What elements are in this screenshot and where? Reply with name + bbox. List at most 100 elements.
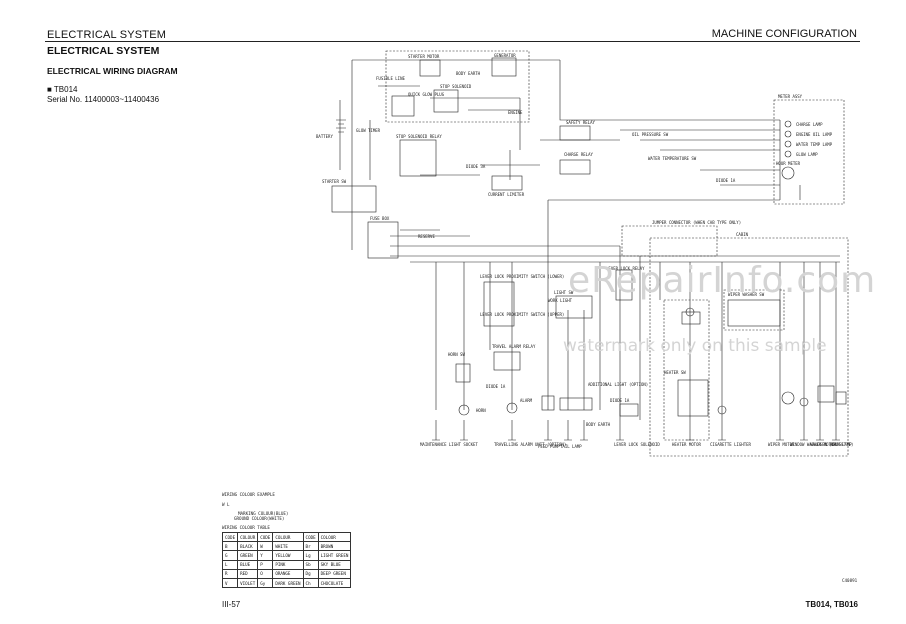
- label-charge-relay: CHARGE RELAY: [564, 152, 593, 157]
- colour-table-cell: CHOCOLATE: [317, 577, 352, 589]
- page-subtitle: ELECTRICAL WIRING DIAGRAM: [47, 66, 178, 76]
- label-battery: BATTERY: [316, 134, 333, 139]
- label-alarm: ALARM: [520, 398, 533, 403]
- page-number: III-57: [222, 600, 241, 609]
- sample-title: WIRING COLOUR EXAMPLE: [222, 492, 275, 497]
- label-reserve: RESERVE: [418, 234, 435, 239]
- model-label: ■ TB014: [47, 85, 78, 94]
- label-stop-solenoid-relay: STOP SOLENOID RELAY: [396, 134, 442, 139]
- meter-assy-box: [773, 99, 845, 205]
- colour-table-cell: ORANGE: [272, 568, 304, 579]
- colour-table-cell: RED: [237, 568, 259, 579]
- watermark-subtext: watermark only on this sample: [563, 336, 827, 356]
- label-travel-alarm-relay: TRAVEL ALARM RELAY: [492, 344, 536, 349]
- label-engine: ENGINE: [508, 110, 523, 115]
- label-generator: GENERATOR: [494, 53, 516, 58]
- label-current-limiter: CURRENT LIMITER: [488, 192, 525, 197]
- serial-label: Serial No. 11400003~11400436: [47, 95, 160, 104]
- header-rule: [45, 41, 860, 42]
- colour-table-cell: WHITE: [272, 541, 304, 552]
- colour-table-cell: Lg: [302, 550, 319, 561]
- label-maintenance-light: MAINTENANCE LIGHT SOCKET: [420, 442, 478, 447]
- label-body-earth: BODY EARTH: [456, 71, 481, 76]
- label-travelling-alarm: TRAVELLING ALARM UNIT (OPTION): [494, 442, 566, 447]
- colour-table-cell: LIGHT GREEN: [317, 550, 352, 561]
- colour-table-cell: B: [221, 541, 239, 552]
- colour-table-cell: W: [257, 541, 274, 552]
- label-charge-lamp: CHARGE LAMP: [796, 122, 823, 127]
- colour-table-cell: PINK: [272, 559, 304, 570]
- colour-table-cell: L: [221, 559, 239, 570]
- colour-table-cell: COLOUR: [237, 531, 259, 543]
- colour-table-cell: Y: [257, 550, 274, 561]
- colour-table-cell: VIOLET: [237, 577, 259, 589]
- watermark-text: eRepairInfo.com: [568, 260, 877, 301]
- label-stop-solenoid: STOP SOLENOID: [440, 84, 472, 89]
- header-chapter: MACHINE CONFIGURATION: [711, 28, 857, 40]
- label-jumper-connector: JUMPER CONNECTOR (WHEN CAB TYPE ONLY): [652, 220, 741, 225]
- label-feed-pump: FEED PUMP: [538, 444, 560, 449]
- colour-table-cell: G: [221, 550, 239, 561]
- colour-table-cell: GREEN: [237, 550, 259, 561]
- header-section: ELECTRICAL SYSTEM: [47, 29, 167, 41]
- label-starter-motor: STARTER MOTOR: [408, 54, 440, 59]
- colour-table-cell: Ch: [302, 577, 319, 589]
- label-wiper-washer-sw: WIPER WASHER SW: [728, 292, 765, 297]
- label-diode-meter: DIODE 1A: [716, 178, 736, 183]
- label-engine-oil-lamp: ENGINE OIL LAMP: [796, 132, 833, 137]
- label-water-temp-lamp: WATER TEMP LAMP: [796, 142, 833, 147]
- colour-table-cell: V: [221, 577, 239, 589]
- colour-table-cell: YELLOW: [272, 550, 304, 561]
- colour-table-cell: BROWN: [317, 541, 352, 552]
- label-horn: HORN: [476, 408, 486, 413]
- label-light-sw: LIGHT SW: [554, 290, 574, 295]
- colour-table-cell: Gy: [257, 577, 274, 589]
- label-room-lamp: ROOM LAMP: [830, 442, 852, 447]
- label-additional-light: ADDITIONAL LIGHT (OPTION): [588, 382, 648, 387]
- colour-table-cell: Sb: [302, 559, 319, 570]
- label-quick-glow: QUICK GLOW PLUG: [408, 92, 445, 97]
- colour-table-cell: Br: [302, 541, 319, 552]
- colour-table-cell: R: [221, 568, 239, 579]
- label-fuse-box: FUSE BOX: [370, 216, 390, 221]
- label-hour-meter: HOUR METER: [776, 161, 801, 166]
- engine-box: [385, 50, 530, 123]
- cabin-box: [649, 237, 849, 457]
- label-glow-timer: GLOW TIMER: [356, 128, 381, 133]
- ground-colour: GROUND COLOUR(WHITE): [234, 516, 285, 521]
- label-lever-lock-upper: LEVER LOCK PROXIMITY SWITCH (UPPER): [480, 312, 564, 317]
- label-work-light: WORK LIGHT: [548, 298, 573, 303]
- label-fusible-line: FUSIBLE LINE: [376, 76, 405, 81]
- label-heater-sw: HEATER SW: [664, 370, 686, 375]
- colour-table-cell: COLOUR: [272, 531, 304, 543]
- colour-table-cell: P: [257, 559, 274, 570]
- label-diode-lever: DIODE 1A: [610, 398, 630, 403]
- wiring-colour-example: WIRING COLOUR EXAMPLE W L MARKING COLOUR…: [222, 492, 288, 521]
- label-body-earth2: BODY EARTH: [586, 422, 611, 427]
- marking-colour: MARKING COLOUR(BLUE): [238, 511, 289, 516]
- label-glow-lamp: GLOW LAMP: [796, 152, 818, 157]
- colour-table-cell: Dg: [302, 568, 319, 579]
- label-horn-sw: HORN SW: [448, 352, 465, 357]
- page-title: ELECTRICAL SYSTEM: [47, 45, 160, 57]
- label-halogen: HALOGEN (CASSETTE): [810, 442, 853, 447]
- label-heater-motor: HEATER MOTOR: [672, 442, 701, 447]
- label-lever-lock-solenoid: LEVER LOCK SOLENOID: [614, 442, 660, 447]
- sample-code: W L: [222, 502, 230, 507]
- colour-table-cell: CODE: [221, 531, 239, 543]
- footer-models: TB014, TB016: [805, 600, 858, 609]
- colour-table-cell: BLUE: [237, 559, 259, 570]
- label-wiper-motor: WIPER MOTOR: [768, 442, 795, 447]
- label-water-temp-sw: WATER TEMPERATURE SW: [648, 156, 697, 161]
- colour-table-cell: O: [257, 568, 274, 579]
- colour-table-cell: DEEP GREEN: [317, 568, 352, 579]
- label-meter-assy: METER ASSY: [778, 94, 803, 99]
